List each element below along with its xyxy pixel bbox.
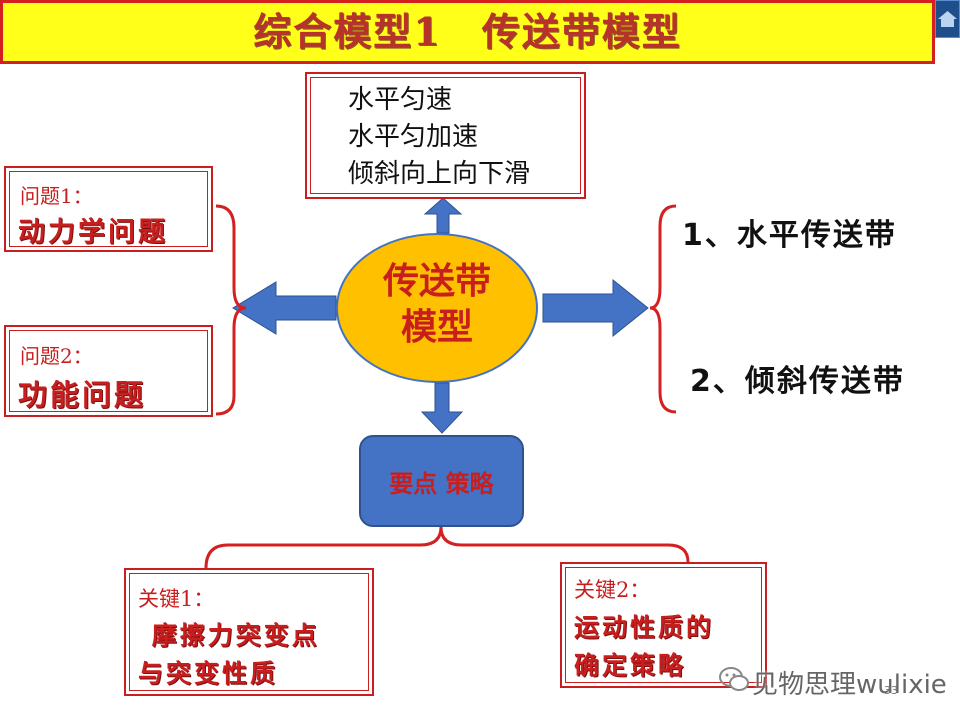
arrow-up xyxy=(423,197,463,234)
left-brace xyxy=(215,204,247,416)
key-2-line-1: 运动性质的 xyxy=(574,613,715,642)
problem-1-box xyxy=(4,166,213,252)
page-number: 33 xyxy=(884,684,898,697)
right-item-1: 1、水平传送带 xyxy=(682,218,897,253)
key-1-label: 关键1： xyxy=(138,587,215,611)
watermark-text: 见物思理wulixie xyxy=(752,670,947,700)
arrow-down xyxy=(420,382,464,434)
problem-2-label: 问题2： xyxy=(20,344,93,368)
arrow-left xyxy=(232,281,337,335)
bottom-brace xyxy=(204,526,690,569)
problem-1-label: 问题1： xyxy=(20,184,93,208)
strategy-box xyxy=(359,435,524,527)
wechat-icon xyxy=(719,667,749,691)
arrow-right xyxy=(542,278,649,338)
center-label-line-1: 传送带 xyxy=(382,260,491,302)
top-box-line-3: 倾斜向上向下滑 xyxy=(348,159,531,189)
center-label: 传送带 模型 xyxy=(336,258,538,350)
top-box xyxy=(305,72,586,199)
key-2-label: 关键2： xyxy=(574,578,651,602)
right-brace xyxy=(649,204,677,414)
top-box-line-2: 水平匀加速 xyxy=(348,122,479,152)
strategy-label: 要点 策略 xyxy=(389,469,494,498)
home-icon xyxy=(938,11,957,27)
problem-2-text: 功能问题 xyxy=(18,378,147,412)
problem-1-text: 动力学问题 xyxy=(18,217,168,248)
top-box-line-1: 水平匀速 xyxy=(348,85,453,115)
key-1-line-2: 与突变性质 xyxy=(138,659,279,688)
right-item-2: 2、倾斜传送带 xyxy=(690,364,905,399)
title-bar xyxy=(0,0,935,64)
center-label-line-2: 模型 xyxy=(400,306,473,348)
problem-2-box xyxy=(4,325,213,417)
center-ellipse xyxy=(336,233,538,383)
slide-title: 综合模型1 传送带模型 xyxy=(253,9,682,54)
key-1-box xyxy=(124,568,374,696)
key-2-box xyxy=(560,562,767,688)
key-1-line-1: 摩擦力突变点 xyxy=(140,621,320,650)
key-2-line-2: 确定策略 xyxy=(574,651,687,680)
